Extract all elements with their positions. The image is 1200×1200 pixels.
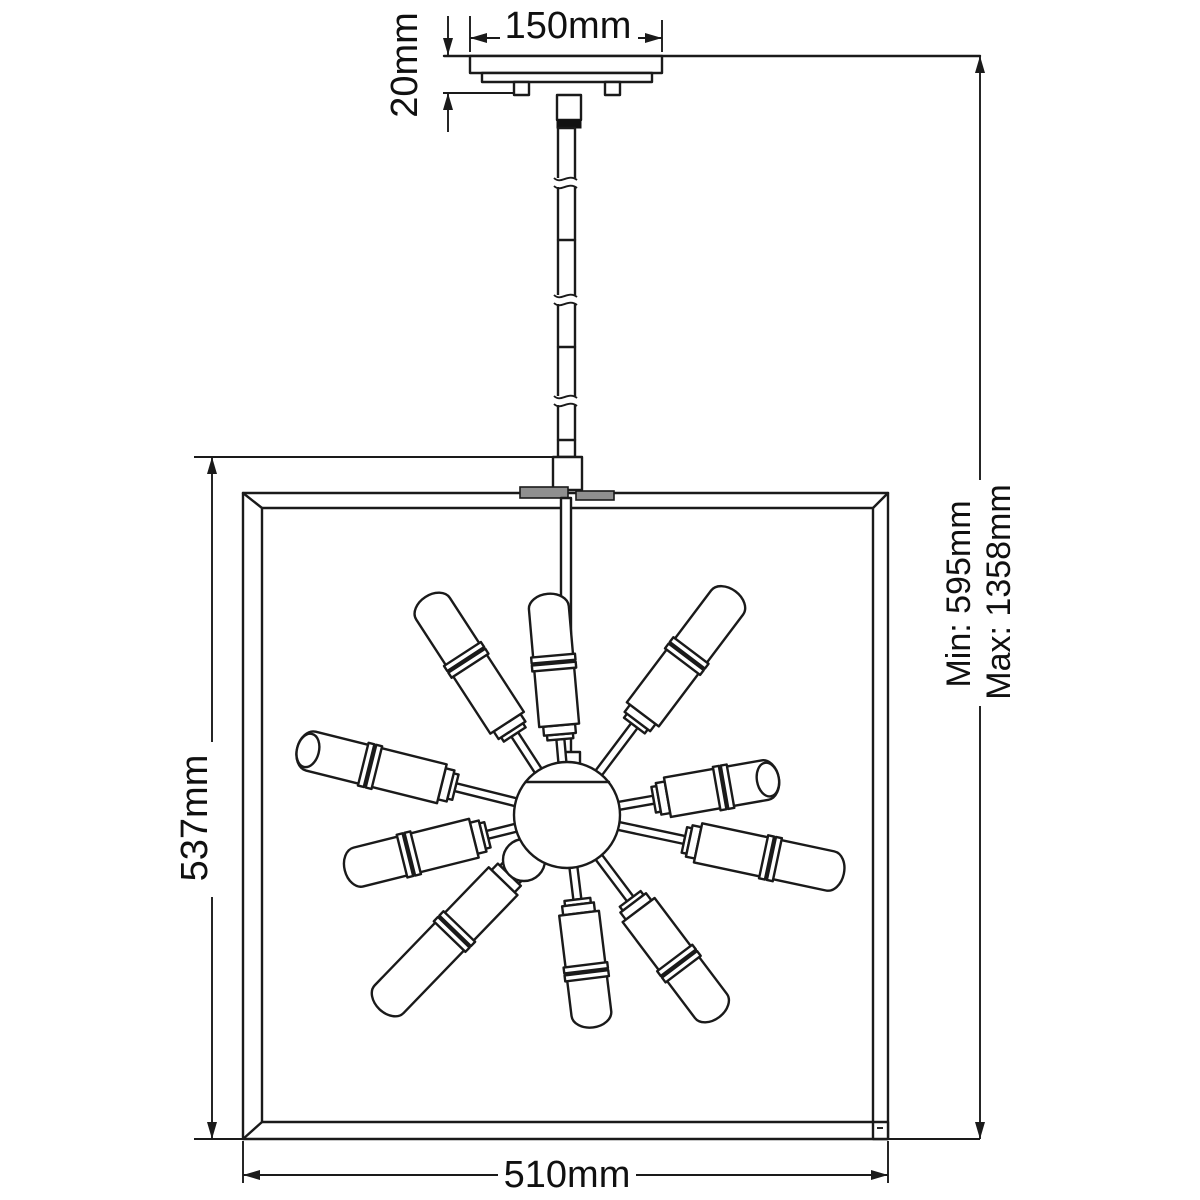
frame-clamp-plate-left — [519, 486, 569, 499]
drop-max-label: Max: 1358mm — [980, 484, 1018, 699]
rod-break-symbol — [553, 176, 578, 190]
bulb-band — [562, 960, 610, 975]
bulb-arm — [558, 864, 613, 1029]
frame-corner-bevel-bottom-left — [241, 1120, 264, 1141]
ceiling-canopy — [442, 54, 982, 97]
arrowhead-left — [470, 33, 487, 43]
arrowhead-down — [443, 38, 453, 55]
canopy-screw-left — [512, 80, 531, 97]
frame-clamp-plate-right — [575, 490, 615, 501]
bulb-band — [563, 968, 611, 983]
canopy-height-label: 20mm — [384, 12, 426, 118]
bulb-band — [442, 640, 486, 673]
frame-corner-bevel-top-left — [241, 491, 264, 510]
dimension-overall-drop: Min: 595mm Max: 1358mm — [888, 56, 1018, 1140]
canopy-screw-right — [603, 80, 622, 97]
rod-break-symbol — [553, 293, 578, 307]
bulb-arm — [593, 852, 731, 1024]
bulb-band — [403, 830, 423, 877]
sputnik-hub — [512, 760, 622, 870]
dimension-canopy-height: 20mm — [384, 12, 514, 132]
dimension-frame-width: 510mm — [242, 1141, 889, 1196]
bulb-band — [660, 949, 702, 984]
bulb-band — [529, 652, 577, 665]
bulb-band — [395, 832, 415, 879]
frame-corner-post-bottom-right — [871, 1120, 890, 1141]
frame-width-label: 510mm — [504, 1154, 631, 1196]
bulb-arm — [295, 730, 519, 808]
arrowhead-left — [243, 1170, 260, 1180]
bulb-tip-face — [295, 732, 321, 769]
arrowhead-down — [975, 1122, 985, 1139]
bulb-band — [432, 915, 471, 954]
rod-top-coupler — [555, 93, 583, 122]
bulb — [370, 866, 519, 1018]
bulb-band — [757, 834, 776, 881]
bulb-band — [668, 636, 710, 670]
bulb-band — [447, 647, 490, 679]
bulb-arm — [413, 591, 544, 775]
arrowhead-down — [207, 1122, 217, 1139]
bulb-arm — [615, 820, 846, 892]
rod-break-symbol — [553, 394, 578, 408]
canopy-width-label: 150mm — [505, 5, 632, 47]
frame-corner-bevel-top-right — [871, 491, 890, 510]
bulb-band — [765, 835, 784, 883]
bulb-arm — [593, 584, 747, 778]
rod-frame-coupler — [551, 455, 584, 492]
arrowhead-up — [975, 56, 985, 73]
bulb-band — [655, 943, 698, 978]
bulb-band — [663, 642, 705, 677]
bulb-arm — [527, 592, 581, 765]
canopy-under-plate — [480, 71, 654, 84]
drop-min-label: Min: 595mm — [940, 500, 978, 687]
canopy-plate — [468, 54, 664, 75]
bulb-band — [719, 763, 736, 811]
bulb-band — [711, 764, 728, 812]
bulb-band — [356, 741, 376, 789]
bulb-arm — [616, 759, 781, 819]
bulb-band — [530, 660, 578, 673]
bulb-tip-face — [755, 761, 781, 798]
sputnik-arms — [295, 584, 846, 1029]
bulb-arm — [342, 817, 519, 888]
arrowhead-right — [645, 33, 662, 43]
bulb-band — [364, 743, 384, 791]
arm-rod — [555, 737, 568, 765]
arrowhead-right — [871, 1170, 888, 1180]
dimension-frame-height: 537mm — [174, 456, 553, 1140]
bulb-band — [438, 910, 477, 948]
frame-height-label: 537mm — [174, 755, 216, 882]
dimension-canopy-width: 150mm — [469, 5, 663, 52]
hub-sphere — [512, 760, 622, 870]
arrowhead-up — [207, 457, 217, 474]
arrowhead-up — [443, 93, 453, 110]
